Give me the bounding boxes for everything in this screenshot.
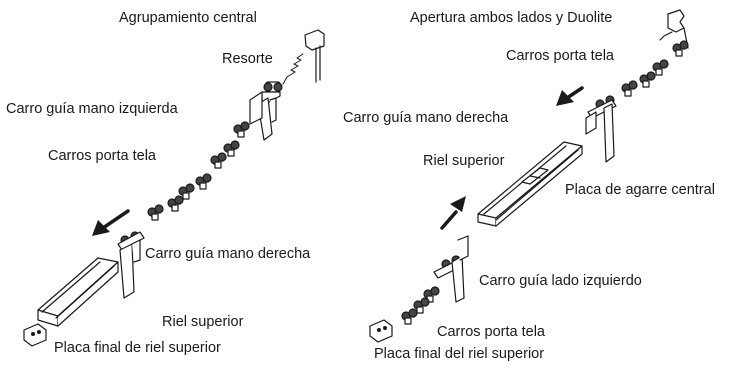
right-direction-arrow-bottom [440,196,466,230]
carriage-2 [223,140,240,157]
carriage-1 [423,286,440,303]
right-fabric-carriages-top [621,40,689,97]
label-carros-porta-tela-right-bottom: Carros porta tela [437,324,545,340]
right-end-plate [369,319,393,343]
carriage-6 [167,195,184,212]
carriage-7 [147,204,164,221]
left-direction-arrow [92,209,130,236]
label-carro-guia-derecha-right: Carro guía mano derecha [343,110,509,126]
central-grip-plate [521,167,549,185]
label-placa-final-right: Placa final del riel superior [374,346,545,362]
right-direction-arrow-top [556,86,584,106]
carriage-1 [672,40,689,57]
carriage-3 [401,308,418,325]
label-riel-superior-left: Riel superior [162,314,244,330]
label-placa-agarre-central: Placa de agarre central [565,182,715,198]
carriage-5 [178,183,195,200]
left-guide-carriage-left [249,81,283,141]
label-placa-final-left: Placa final de riel superior [54,340,221,356]
carriage-2 [413,297,430,314]
left-guide-carriage-right [117,231,145,299]
left-top-rail [37,257,119,327]
carriage-4 [195,173,212,190]
label-carro-guia-derecha-left: Carro guía mano derecha [145,246,311,262]
carriage-1 [233,121,250,138]
left-fabric-carriages [147,121,250,221]
right-central-bracket [659,9,689,49]
left-spring [282,53,304,85]
label-carro-guia-izquierda: Carro guía mano izquierda [6,101,178,117]
label-apertura-ambos-lados: Apertura ambos lados y Duolite [410,10,613,26]
label-carros-porta-tela-right-top: Carros porta tela [506,48,614,64]
carriage-3 [210,152,227,169]
carriage-3 [639,71,656,88]
label-agrupamiento-central: Agrupamiento central [119,10,257,26]
label-resorte: Resorte [222,51,273,67]
right-guide-carriage-right [585,95,617,163]
label-carros-porta-tela-left: Carros porta tela [48,148,156,164]
left-central-bracket [304,29,325,83]
label-carro-guia-lado-izquierdo: Carro guía lado izquierdo [479,273,642,289]
right-fabric-carriages-bottom [401,286,440,325]
right-guide-carriage-left [433,235,469,303]
label-riel-superior-right: Riel superior [423,153,505,169]
carriage-2 [652,59,669,76]
carriage-4 [621,80,638,97]
left-end-plate [23,323,47,347]
